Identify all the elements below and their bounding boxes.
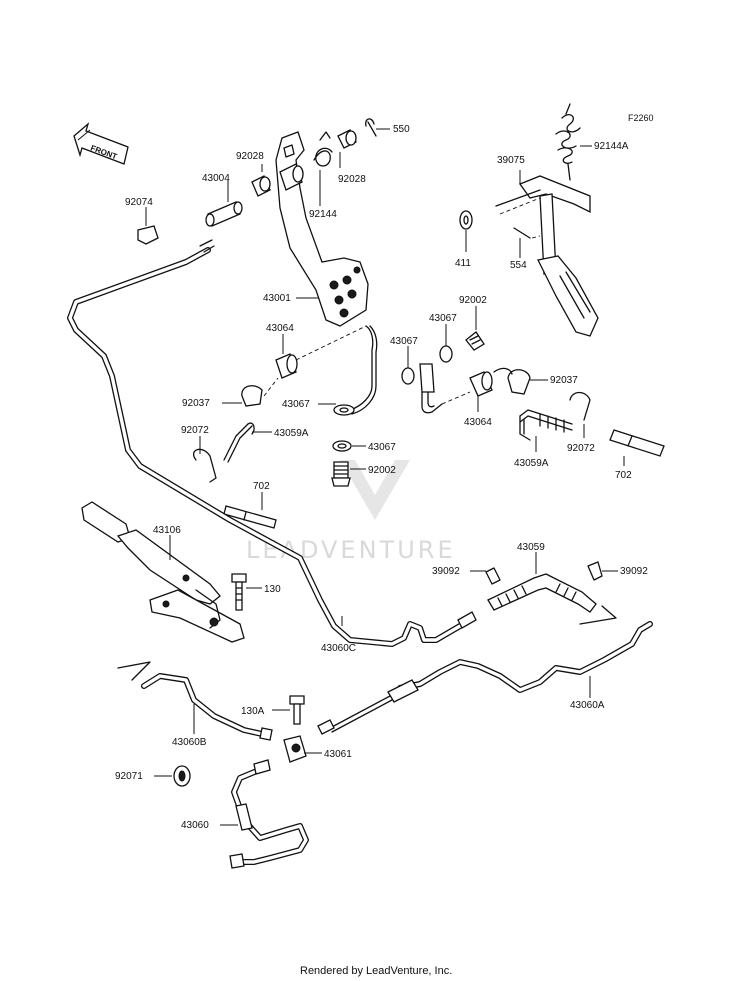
- label-43059A-right: 43059A: [514, 458, 549, 469]
- label-92072-right: 92072: [567, 443, 595, 454]
- label-43060: 43060: [181, 820, 209, 831]
- label-92071: 92071: [115, 771, 143, 782]
- label-92028-right: 92028: [338, 174, 366, 185]
- front-arrow-icon: FRONT: [73, 122, 129, 165]
- label-43067-left: 43067: [282, 399, 310, 410]
- watermark-text: LEADVENTURE: [246, 536, 456, 564]
- label-43067-upper: 43067: [429, 313, 457, 324]
- label-43067-right: 43067: [390, 336, 418, 347]
- label-92037-left: 92037: [182, 398, 210, 409]
- parking-brake-lever: [81, 501, 247, 643]
- label-702-right: 702: [615, 470, 632, 481]
- cable-43060B: [117, 661, 273, 741]
- label-43064-right: 43064: [464, 417, 492, 428]
- label-43060A: 43060A: [570, 700, 605, 711]
- cable-43059: [485, 561, 617, 625]
- label-43059: 43059: [517, 542, 545, 553]
- label-92037-right: 92037: [550, 375, 578, 386]
- label-92144A: 92144A: [594, 141, 629, 152]
- label-43059A-left: 43059A: [274, 428, 309, 439]
- label-130A: 130A: [241, 706, 265, 717]
- label-39092-right: 39092: [620, 566, 648, 577]
- diagram-code: F2260: [628, 113, 654, 123]
- cable-43060C: [67, 239, 477, 647]
- label-92074: 92074: [125, 197, 153, 208]
- label-702-left: 702: [253, 481, 270, 492]
- cable-43060A: [317, 621, 653, 735]
- right-brake-hardware: [401, 331, 665, 457]
- part-labels: 550 92028 43004 92028 92144 92144A 39075…: [115, 124, 648, 831]
- credit-text: Rendered by LeadVenture, Inc.: [300, 965, 452, 977]
- label-92072-left: 92072: [181, 425, 209, 436]
- label-43060C: 43060C: [321, 643, 356, 654]
- accelerator-pedal-assembly: [459, 103, 599, 337]
- label-43001: 43001: [263, 293, 291, 304]
- label-92144: 92144: [309, 209, 337, 220]
- label-43067-lower: 43067: [368, 442, 396, 453]
- label-43060B: 43060B: [172, 737, 207, 748]
- label-39092-left: 39092: [432, 566, 460, 577]
- cable-43060: [229, 759, 309, 869]
- label-411: 411: [455, 258, 471, 269]
- grommet-92071-icon: [173, 765, 191, 787]
- label-43004: 43004: [202, 173, 230, 184]
- spring-92144-icon: [313, 131, 333, 167]
- label-92002-left: 92002: [368, 465, 396, 476]
- label-130: 130: [264, 584, 281, 595]
- left-brake-hardware: [193, 325, 378, 529]
- label-39075: 39075: [497, 155, 525, 166]
- label-43061: 43061: [324, 749, 352, 760]
- label-92002-right: 92002: [459, 295, 487, 306]
- label-43064-left: 43064: [266, 323, 294, 334]
- label-43106: 43106: [153, 525, 181, 536]
- label-92028-left: 92028: [236, 151, 264, 162]
- label-554: 554: [510, 260, 527, 271]
- label-550: 550: [393, 124, 410, 135]
- brake-pedal-assembly: [137, 118, 377, 327]
- joint-43061: [283, 695, 307, 763]
